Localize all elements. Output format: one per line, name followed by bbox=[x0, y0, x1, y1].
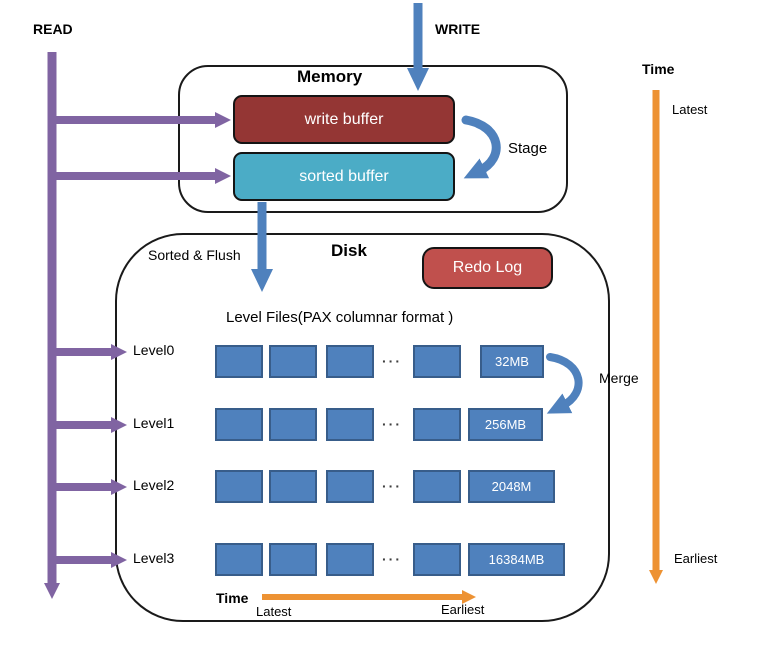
ellipsis: ··· bbox=[382, 416, 402, 432]
file-box bbox=[269, 408, 317, 441]
file-box bbox=[269, 470, 317, 503]
read-label: READ bbox=[33, 21, 73, 37]
write-label: WRITE bbox=[435, 21, 481, 37]
level-label: Level2 bbox=[133, 477, 175, 493]
file-box bbox=[413, 470, 461, 503]
file-box bbox=[413, 345, 461, 378]
ellipsis: ··· bbox=[382, 478, 402, 494]
memory-title: Memory bbox=[297, 67, 363, 86]
disk-timeline-title: Time bbox=[216, 590, 249, 606]
level-files-caption: Level Files(PAX columnar format ) bbox=[226, 309, 454, 326]
ellipsis: ··· bbox=[382, 551, 402, 567]
ellipsis: ··· bbox=[382, 353, 402, 369]
file-box bbox=[413, 408, 461, 441]
merge-label: Merge bbox=[599, 370, 639, 386]
file-box bbox=[215, 470, 263, 503]
file-box bbox=[215, 408, 263, 441]
write-buffer-label: write buffer bbox=[304, 110, 384, 128]
file-box-sized: 256MB bbox=[468, 408, 543, 441]
disk-timeline-latest: Latest bbox=[256, 604, 292, 619]
write-buffer-box: write buffer bbox=[233, 95, 455, 144]
stage-label: Stage bbox=[508, 140, 548, 157]
sorted-buffer-label: sorted buffer bbox=[299, 167, 389, 185]
file-box bbox=[326, 470, 374, 503]
sorted-buffer-box: sorted buffer bbox=[233, 152, 455, 201]
memory-box bbox=[178, 65, 568, 213]
file-box bbox=[215, 345, 263, 378]
file-box bbox=[269, 345, 317, 378]
level-label: Level0 bbox=[133, 342, 175, 358]
sorted-flush-label: Sorted & Flush bbox=[148, 247, 241, 263]
file-box-sized: 2048M bbox=[468, 470, 555, 503]
redo-log-box: Redo Log bbox=[422, 247, 553, 289]
file-box bbox=[215, 543, 263, 576]
global-timeline-earliest: Earliest bbox=[674, 551, 718, 566]
file-box-sized: 32MB bbox=[480, 345, 544, 378]
redo-log-label: Redo Log bbox=[452, 259, 523, 276]
file-box bbox=[269, 543, 317, 576]
disk-title: Disk bbox=[331, 241, 367, 260]
file-box bbox=[326, 345, 374, 378]
file-box bbox=[326, 408, 374, 441]
file-box-sized: 16384MB bbox=[468, 543, 565, 576]
file-box bbox=[413, 543, 461, 576]
global-timeline-title: Time bbox=[642, 61, 675, 77]
file-box bbox=[326, 543, 374, 576]
global-timeline-latest: Latest bbox=[672, 102, 708, 117]
disk-timeline-earliest: Earliest bbox=[441, 602, 485, 617]
level-label: Level3 bbox=[133, 550, 175, 566]
level-label: Level1 bbox=[133, 415, 175, 431]
